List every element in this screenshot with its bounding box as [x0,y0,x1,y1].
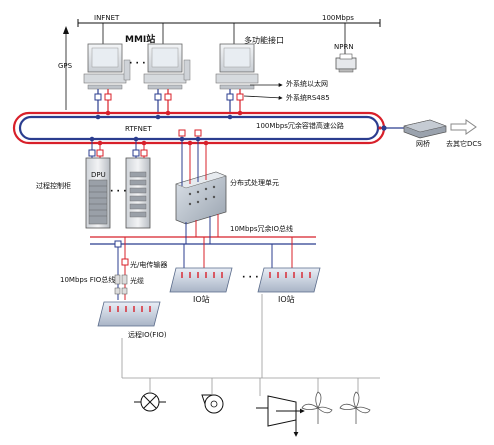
nprn-label: NPRN [334,43,354,51]
dpu-label: DPU [91,171,106,179]
cabinet-drops [88,139,148,158]
field-wiring [121,294,380,400]
distributed-unit-label: 分布式处理单元 [230,179,279,187]
io-station-dots: · · · [242,273,259,283]
station-drops [94,89,244,113]
process-cabinet-label: 过程控制柜 [36,182,71,190]
infnet-bus [77,19,381,58]
infnet-label: INFNET [94,14,120,22]
fan-icon-1 [301,391,333,424]
ring-bus-label: 100Mbps冗余容错高速公路 [256,122,344,130]
distributed-unit-panel [175,171,227,225]
bridge-device [384,119,447,139]
mmi-station-label: MMI站 [125,35,156,45]
external-ethernet-label: 外系统以太网 [286,80,328,88]
fio-bus-label: 10Mbps FIO总线 [60,276,116,284]
remote-io-label: 远程IO(FIO) [128,331,167,339]
mmi-station-1 [83,43,131,90]
io-station-1-label: IO站 [193,295,210,304]
pump-icon [201,394,224,414]
io-station-2-label: IO站 [278,295,295,304]
multi-interface-station [215,43,259,90]
top-bandwidth-label: 100Mbps [322,14,354,22]
distributed-unit-drops [178,129,207,186]
fiber-cable-label: 光缆 [130,277,144,285]
bridge-label: 网桥 [416,140,430,148]
printer-icon [335,53,357,73]
io-bus [90,214,316,245]
io-station-2-rack [257,237,321,293]
gps-link [63,26,69,110]
multi-interface-label: 多功能接口 [244,36,284,45]
external-rs485-label: 外系统RS485 [286,94,330,102]
io-bus-label: 10Mbps冗余IO总线 [230,225,294,233]
other-dcs-label: 去其它DCS [446,140,482,148]
optical-converter-label: 光/电传输器 [130,261,168,269]
rtfnet-label: RTFNET [125,125,152,133]
remote-io-rack [97,301,161,327]
process-cabinet-1 [85,157,111,229]
fio-bus [114,237,129,300]
gps-label: GPS [58,62,73,70]
mmi-dots: · · · [129,59,146,69]
valve-icon [134,392,166,412]
process-cabinet-2 [125,157,151,229]
other-dcs-arrow [450,119,477,135]
fan-icon-2 [339,391,371,424]
turbine-icon [256,395,305,437]
mmi-station-2 [143,43,191,90]
io-station-1-rack [169,237,233,293]
cabinet-dots: · · · [110,187,127,197]
external-links [243,83,283,100]
